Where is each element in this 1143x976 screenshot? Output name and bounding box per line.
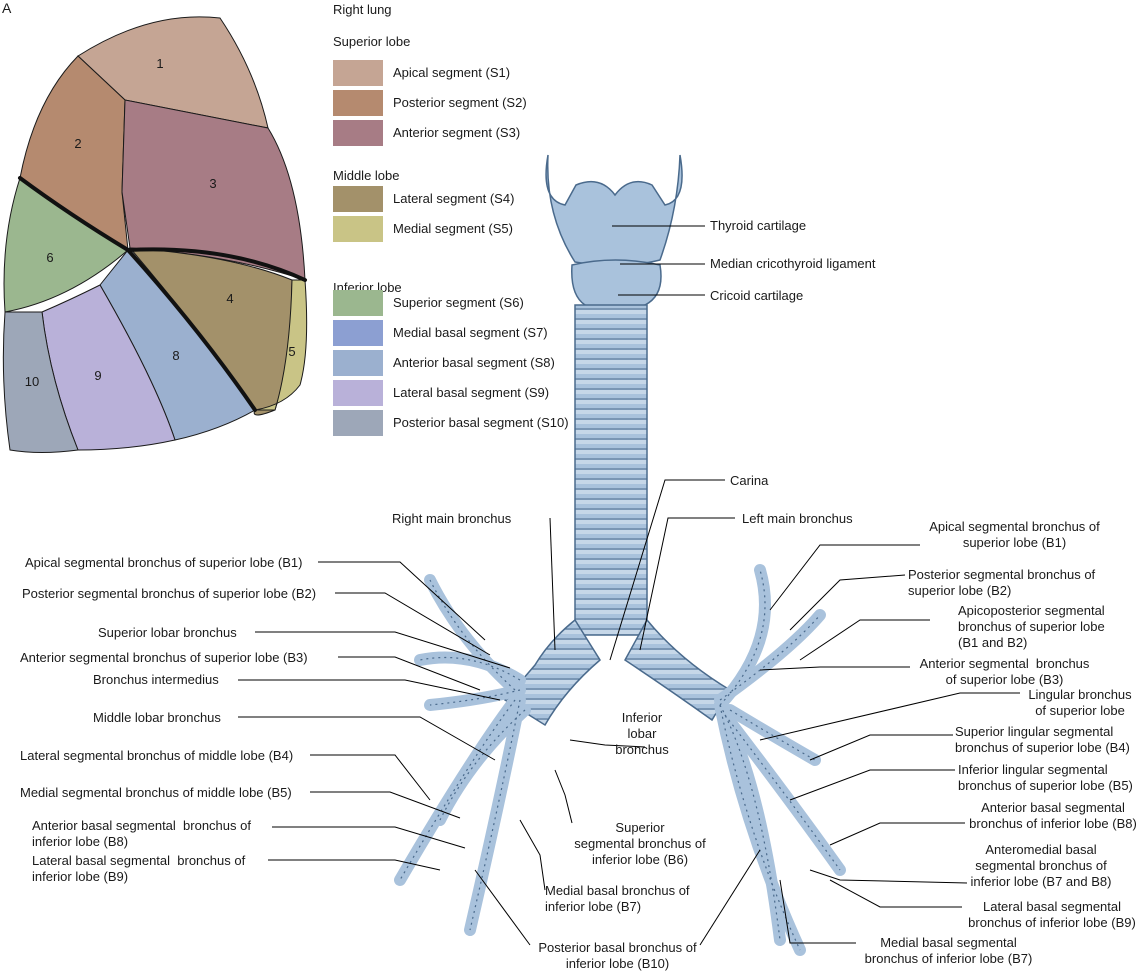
segment-number: 10 — [25, 374, 39, 389]
segment-number: 5 — [288, 344, 295, 359]
legend-row: Posterior segment (S2) — [333, 90, 593, 116]
label-bronchus-intermedius: Bronchus intermedius — [93, 672, 219, 687]
label-lingular-bronchus: Lingular bronchus of superior lobe — [1028, 687, 1132, 718]
legend-swatch — [333, 380, 383, 406]
segment-number: 8 — [172, 348, 179, 363]
legend-label: Medial segment (S5) — [393, 221, 513, 236]
cricoid-cartilage-shape — [571, 259, 662, 310]
legend-row: Medial segment (S5) — [333, 216, 593, 242]
legend-row: Medial basal segment (S7) — [333, 320, 593, 346]
label-b6: Superior segmental bronchus of inferior … — [574, 820, 706, 867]
legend-label: Anterior segment (S3) — [393, 125, 521, 140]
segment-s10 — [2, 311, 79, 453]
left-main-bronchus-shape — [624, 618, 732, 722]
segment-number: 9 — [94, 368, 101, 383]
segment-number: 4 — [226, 291, 233, 306]
label-cricoid-cartilage: Cricoid cartilage — [710, 288, 804, 303]
leader-lines — [238, 225, 1020, 946]
lung-segment-map: 1 2 3 4 5 6 8 9 10 — [2, 16, 308, 453]
legend-group-title: Middle lobe — [333, 168, 400, 183]
label-thyroid-cartilage: Thyroid cartilage — [710, 218, 807, 233]
label-left-b3: Anterior segmental bronchus of superior … — [919, 656, 1090, 687]
label-right-b9: Lateral basal segmental bronchus of infe… — [32, 853, 246, 884]
legend-row: Anterior segment (S3) — [333, 120, 593, 146]
segment-number: 6 — [46, 250, 53, 265]
segment-number: 1 — [156, 56, 163, 71]
segment-number: 3 — [209, 176, 216, 191]
legend-group-title: Superior lobe — [333, 34, 411, 49]
label-medial-basal-b7: Medial basal bronchus of inferior lobe (… — [545, 883, 690, 914]
label-superior-lobar-bronchus: Superior lobar bronchus — [98, 625, 237, 640]
label-left-b9: Lateral basal segmental bronchus of infe… — [968, 899, 1136, 930]
segment-s5 — [254, 279, 308, 411]
legend-row: Posterior basal segment (S10) — [333, 410, 593, 436]
segment-s9 — [41, 284, 176, 451]
label-left-main-bronchus: Left main bronchus — [742, 511, 853, 526]
label-right-b3: Anterior segmental bronchus of superior … — [20, 650, 308, 665]
legend-swatch — [333, 120, 383, 146]
label-carina: Carina — [730, 473, 769, 488]
label-right-b2: Posterior segmental bronchus of superior… — [22, 586, 317, 601]
legend-swatch — [333, 186, 383, 212]
panel-letter: A — [2, 0, 12, 16]
legend-row: Superior segment (S6) — [333, 290, 593, 316]
label-right-b4: Lateral segmental bronchus of middle lob… — [20, 748, 294, 763]
legend-swatch — [333, 350, 383, 376]
legend-swatch — [333, 216, 383, 242]
oblique-fissure — [18, 176, 257, 412]
legend-row: Apical segment (S1) — [333, 60, 593, 86]
segment-number: 2 — [74, 136, 81, 151]
legend-swatch — [333, 320, 383, 346]
legend-row: Lateral segment (S4) — [333, 186, 593, 212]
legend-swatch — [333, 90, 383, 116]
segment-s1 — [77, 16, 269, 129]
label-right-b1: Apical segmental bronchus of superior lo… — [25, 555, 303, 570]
legend-row: Lateral basal segment (S9) — [333, 380, 593, 406]
legend-label: Apical segment (S1) — [393, 65, 511, 80]
legend-label: Superior segment (S6) — [393, 295, 524, 310]
label-right-b8: Anterior basal segmental bronchus of inf… — [32, 818, 251, 849]
trachea-shape — [574, 304, 648, 636]
legend-swatch — [333, 60, 383, 86]
horizontal-fissure — [126, 247, 307, 282]
legend-label: Posterior segment (S2) — [393, 95, 527, 110]
label-right-b5: Medial segmental bronchus of middle lobe… — [20, 785, 292, 800]
label-left-b8: Anterior basal segmental bronchus of inf… — [969, 800, 1137, 831]
label-b10: Posterior basal bronchus of inferior lob… — [538, 940, 697, 971]
right-main-bronchus-shape — [503, 618, 601, 727]
legend-label: Anterior basal segment (S8) — [393, 355, 555, 370]
legend-label: Lateral basal segment (S9) — [393, 385, 550, 400]
legend-label: Medial basal segment (S7) — [393, 325, 548, 340]
legend-swatch — [333, 290, 383, 316]
label-left-b7-b8: Anteromedial basal segmental bronchus of… — [970, 842, 1112, 889]
legend-row: Anterior basal segment (S8) — [333, 350, 593, 376]
legend-swatch — [333, 410, 383, 436]
thyroid-cartilage-shape — [545, 154, 683, 267]
legend-title: Right lung — [333, 2, 392, 17]
legend-label: Lateral segment (S4) — [393, 191, 515, 206]
label-inferior-lingular: Inferior lingular segmental bronchus of … — [958, 762, 1133, 793]
label-right-main-bronchus: Right main bronchus — [392, 511, 512, 526]
label-left-b2: Posterior segmental bronchus of superior… — [908, 567, 1096, 598]
label-middle-lobar-bronchus: Middle lobar bronchus — [93, 710, 221, 725]
legend-label: Posterior basal segment (S10) — [393, 415, 569, 430]
label-left-b1: Apical segmental bronchus of superior lo… — [929, 519, 1100, 550]
label-median-cricothyroid-ligament: Median cricothyroid ligament — [710, 256, 876, 271]
label-left-b7: Medial basal segmental bronchus of infer… — [864, 935, 1033, 966]
label-superior-lingular: Superior lingular segmental bronchus of … — [955, 724, 1130, 755]
label-left-b1-b2: Apicoposterior segmental bronchus of sup… — [958, 603, 1105, 650]
label-inferior-lobar-bronchus: Inferior lobar bronchus — [615, 710, 669, 757]
